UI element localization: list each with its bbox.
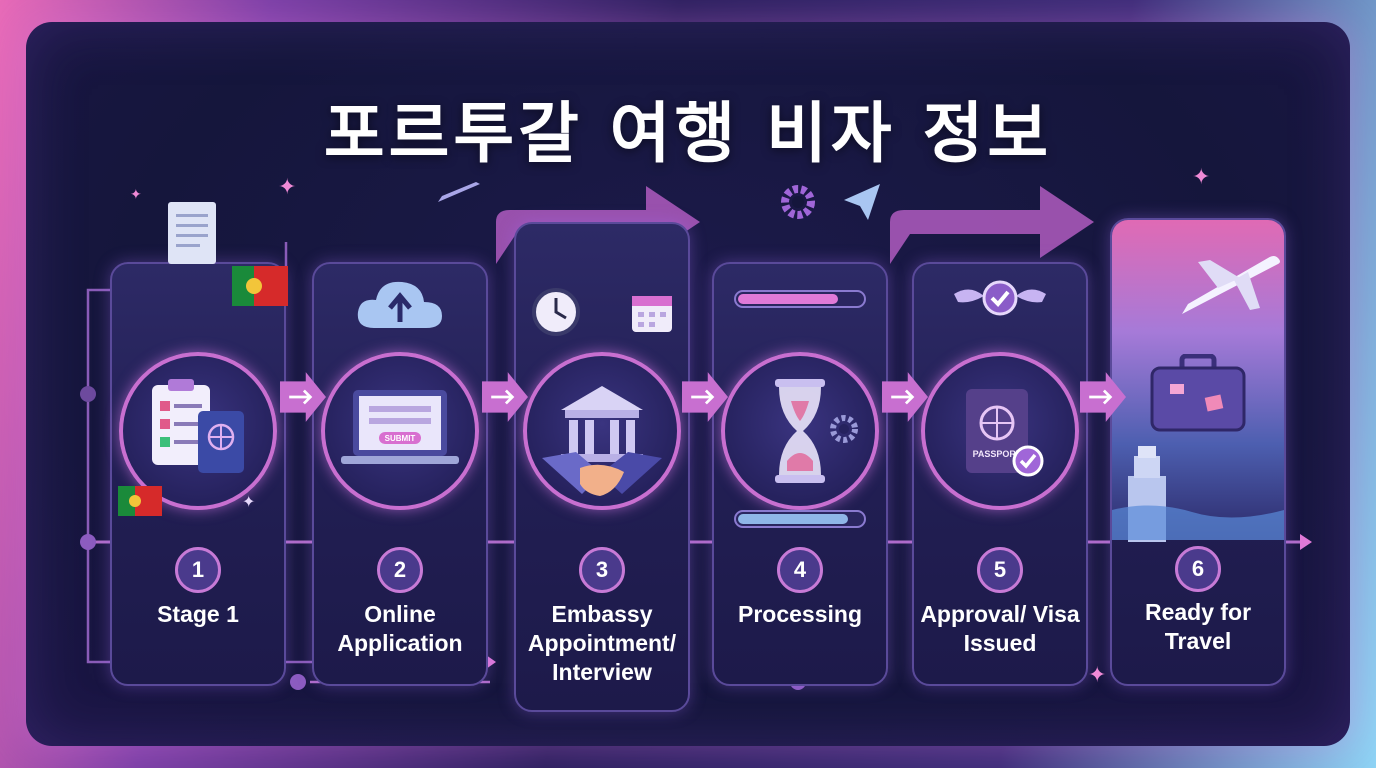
- water-icon: [1112, 505, 1284, 540]
- page-title: 포르투갈 여행 비자 정보: [323, 95, 1053, 172]
- stage-label-3: Embassy Appointment/ Interview: [527, 601, 677, 685]
- gear-icon: [830, 415, 858, 443]
- stage-label-4: Processing: [738, 601, 862, 627]
- airplane-icon: [1182, 256, 1280, 314]
- stage-number-4: 4: [777, 547, 823, 593]
- sparkle-icon: ✦: [1088, 662, 1107, 687]
- stage-card-5: PASSPORT 5 Approval/ Visa Issued: [912, 262, 1088, 686]
- stage-card-6: 6 Ready for Travel: [1110, 218, 1286, 686]
- embassy-building-icon: [561, 386, 643, 462]
- stage-5-icon-circle: PASSPORT: [921, 352, 1079, 510]
- paper-plane-icon: [844, 184, 880, 220]
- stage-label-1: Stage 1: [157, 601, 239, 627]
- stage-4-icon-circle: [721, 352, 879, 510]
- infographic-panel: 포르투갈 여행 비자 정보: [26, 22, 1350, 746]
- sparkle-icon: ✦: [1192, 164, 1211, 189]
- portugal-flag-icon: [232, 266, 288, 306]
- stage-number-6: 6: [1175, 546, 1221, 592]
- stage-card-2: SUBMIT 2 Online Application: [312, 262, 488, 686]
- submit-button: SUBMIT: [385, 434, 416, 443]
- progress-bar-bottom: [734, 510, 866, 528]
- hourglass-icon: [775, 379, 825, 483]
- stage-label-2: Online Application: [337, 601, 463, 656]
- portugal-flag-icon: [118, 486, 162, 516]
- document-icon: [168, 202, 216, 264]
- clock-icon: [532, 288, 580, 336]
- stage-label-6: Ready for Travel: [1144, 599, 1252, 654]
- handshake-icon: [542, 452, 662, 496]
- cloud-upload-icon: [357, 281, 442, 328]
- clipboard-passport-icon: [152, 379, 244, 473]
- airplane-small-icon: [438, 182, 480, 202]
- progress-bar-top: [734, 290, 866, 308]
- suitcase-icon: [1150, 354, 1246, 432]
- gear-icon: [781, 185, 815, 219]
- sparkle-icon: ✦: [278, 174, 297, 199]
- stage-number-1: 1: [175, 547, 221, 593]
- step-arrow-5: [1080, 372, 1126, 422]
- sparkle-icon: ✦: [242, 494, 256, 511]
- stage-label-5: Approval/ Visa Issued: [920, 601, 1080, 656]
- winged-check-icon: [954, 280, 1046, 316]
- stage-1-icon-circle: [119, 352, 277, 510]
- stage-card-4: 4 Processing: [712, 262, 888, 686]
- step-arrow-1: [280, 372, 326, 422]
- stage-number-2: 2: [377, 547, 423, 593]
- connector-arrowhead: [1300, 534, 1312, 550]
- laptop-form-icon: SUBMIT: [341, 390, 459, 464]
- passport-approved-icon: PASSPORT: [966, 389, 1044, 477]
- calendar-icon: [632, 296, 672, 332]
- stage-number-5: 5: [977, 547, 1023, 593]
- step-arrow-4: [882, 372, 928, 422]
- passport-label: PASSPORT: [973, 449, 1022, 459]
- step-arrow-3: [682, 372, 728, 422]
- step-arrow-2: [482, 372, 528, 422]
- stage-number-3: 3: [579, 547, 625, 593]
- top-arrow-5: [890, 186, 1094, 264]
- stage-2-icon-circle: SUBMIT: [321, 352, 479, 510]
- stage-card-1: 1 Stage 1: [110, 262, 286, 686]
- sparkle-icon: ✦: [130, 186, 142, 202]
- stage-card-3: 3 Embassy Appointment/ Interview: [514, 222, 690, 712]
